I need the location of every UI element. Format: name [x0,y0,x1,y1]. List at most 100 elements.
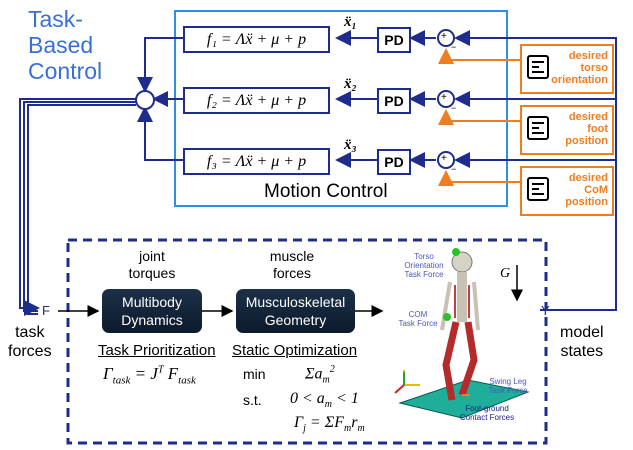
combiner-node [135,90,155,110]
task-prioritization-title: Task Prioritization [98,342,216,359]
foot-label-2: Contact Forces [459,413,515,422]
eq-gamma-sub: task [112,374,131,387]
motion-control-frame [174,10,508,207]
task-forces-line-2: forces [8,343,52,360]
muscle-forces-line-2: forces [272,265,312,281]
accel-label-2: ẍ₂ [344,76,357,92]
desired-2-line-3: position [565,135,608,147]
multibody-line-1: Multibody [122,294,182,310]
sum-sign-2: + [441,92,447,103]
lower-dashed-frame [66,238,548,445]
task-prioritization-equation: Γtask = JT Ftask [103,364,196,386]
gamma-r: r [351,414,358,431]
eq-F-sub: task [178,374,196,387]
desired-3-line-3: position [565,196,608,208]
gamma-expression: Γj = ΣFmrm [294,414,365,434]
musculo-line-2: Geometry [264,312,327,328]
sum-node-1 [437,29,455,47]
joint-torques-label: joint torques [112,248,192,282]
sum-sign-3: + [441,153,447,164]
joint-torques-line-1: joint [139,248,165,264]
torso-label-1: Torso [414,252,434,261]
model-states-label: model states [560,323,604,361]
output-Y-label: Y [541,303,550,318]
input-F-label: F [42,303,50,318]
swing-label-2: Task Force [488,386,528,395]
swing-leg-task-force-label: Swing Leg Task Force [484,377,532,395]
desired-1-line-2: torso [580,62,609,74]
min-expr-sub: m [322,374,330,386]
minus-sign-2: − [451,103,457,113]
desired-torso-orientation-box: desired torso orientation [520,44,614,94]
musculoskeletal-figure [394,248,530,419]
sum-sign-1: + [441,31,447,42]
motion-control-label: Motion Control [264,181,388,202]
com-label-1: COM [408,310,428,319]
st-label: s.t. [243,392,262,408]
foot-ground-contact-label: Foot-ground Contact Forces [452,404,522,422]
desired-1-line-3: orientation [551,74,608,86]
min-expr-main: Σa [305,365,323,383]
multibody-dynamics-box: Multibody Dynamics [102,289,202,333]
gamma-sub3: m [357,423,365,435]
torso-label-3: Task Force [404,270,444,279]
trajectory-icon [527,55,549,79]
joint-torques-line-2: torques [128,265,176,281]
desired-1-line-1: desired [568,50,608,62]
gamma-sub: j [303,423,306,435]
musculoskeletal-geometry-box: Musculoskeletal Geometry [236,289,355,333]
pd-controller-3: PD [377,149,411,175]
model-states-line-2: states [560,343,604,360]
minus-sign-1: − [451,42,457,52]
swing-label-1: Swing Leg [489,377,527,386]
minus-sign-3: − [451,164,457,174]
gamma-main: Γ [294,414,304,431]
foot-label-1: Foot-ground [465,404,509,413]
desired-2-line-2: foot [587,123,608,135]
sum-node-3 [437,151,455,169]
task-forces-label: task forces [8,323,52,361]
force-equation-box-3: f₃ = Λẍ + μ + p [183,148,330,175]
pd-controller-2: PD [377,88,411,114]
min-label: min [243,366,266,382]
st-expr-sub: m [324,399,333,411]
trajectory-icon [527,116,549,140]
trajectory-icon [527,177,549,201]
accel-label-3: ẍ₃ [344,137,357,153]
min-expr-sup: 2 [329,364,335,375]
model-states-line-1: model [560,324,604,341]
accel-label-1: ẍ₁ [344,14,357,30]
desired-2-line-1: desired [568,111,608,123]
st-expression: 0 < am < 1 [290,390,359,410]
desired-3-line-1: desired [568,172,608,184]
torso-task-force-label: Torso Orientation Task Force [396,252,452,279]
diagram-title: Task- Based Control [28,6,102,84]
desired-com-position-box: desired CoM position [520,166,614,216]
static-optimization-title: Static Optimization [232,342,358,359]
title-line-1: Task- [28,6,83,32]
sum-node-2 [437,90,455,108]
eq-gamma: Γ [103,364,113,383]
muscle-forces-label: muscle forces [252,248,332,282]
st-expr-tail: < 1 [332,390,359,407]
force-equation-box-1: f₁ = Λẍ + μ + p [183,26,330,53]
eq-J-sup: T [157,364,164,376]
title-line-2: Based [28,32,94,58]
gravity-label: G [500,266,511,281]
eq-F: F [163,364,179,383]
desired-3-line-2: CoM [584,184,608,196]
pd-controller-1: PD [377,27,411,53]
min-expression: Σam2 [305,364,335,386]
com-task-force-label: COM Task Force [394,310,442,328]
multibody-line-2: Dynamics [121,312,183,328]
desired-foot-position-box: desired foot position [520,105,614,155]
gamma-eq: = ΣF [305,414,344,431]
eq-J: = J [130,364,158,383]
muscle-forces-line-1: muscle [269,248,315,264]
task-forces-line-1: task [15,324,45,341]
torso-label-2: Orientation [404,261,444,270]
title-line-3: Control [28,58,103,84]
force-equation-box-2: f₂ = Λẍ + μ + p [183,87,330,114]
com-label-2: Task Force [398,319,438,328]
